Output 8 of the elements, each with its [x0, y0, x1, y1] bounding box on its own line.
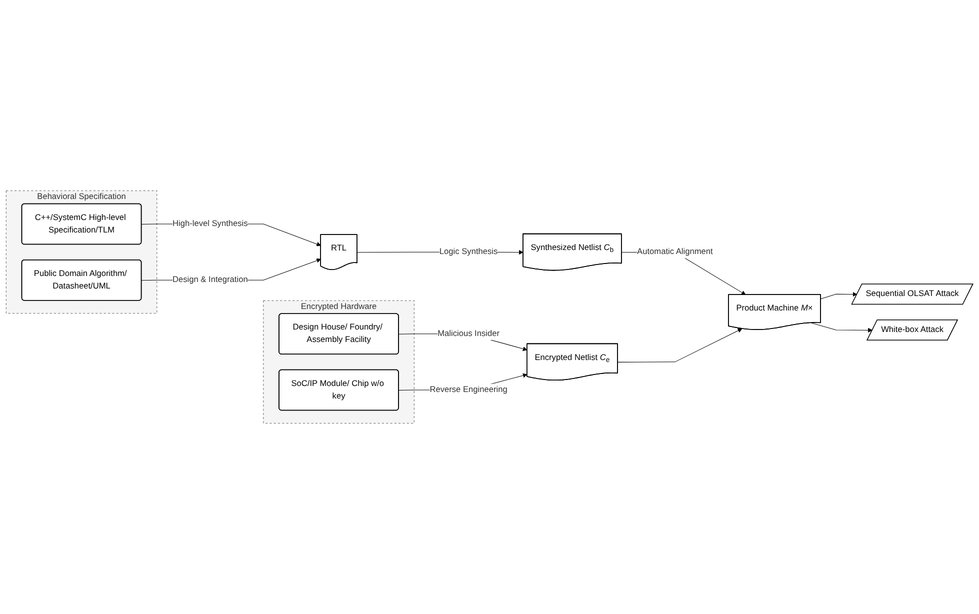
arrow	[820, 292, 858, 300]
edge-label: Logic Synthesis	[439, 247, 498, 256]
edge-label: Design & Integration	[172, 275, 248, 284]
edge-label: Malicious Insider	[438, 329, 500, 338]
edge-label: High-level Synthesis	[172, 219, 248, 228]
edge-label: Automatic Alignment	[637, 247, 713, 256]
arrow	[618, 328, 742, 362]
edge-label: Reverse Engineering	[430, 385, 508, 394]
